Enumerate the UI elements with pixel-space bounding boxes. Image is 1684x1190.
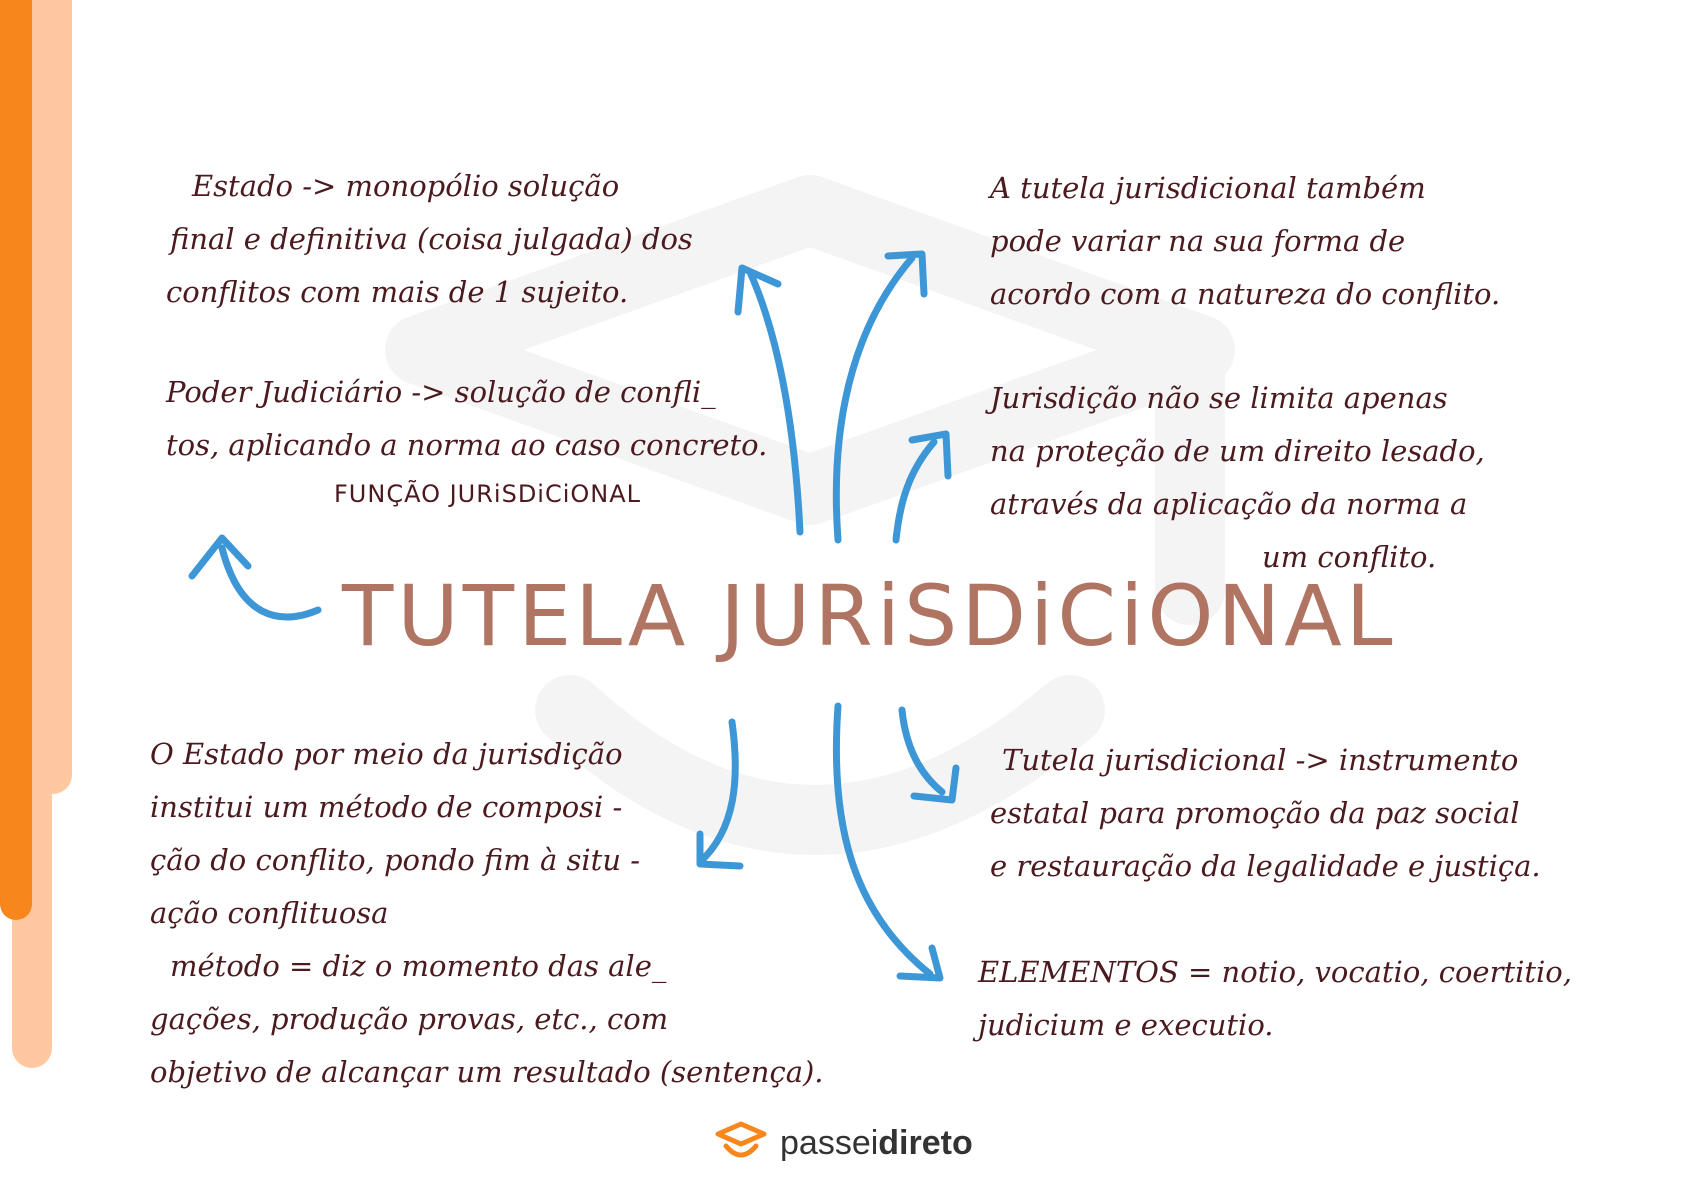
note-bottom-right-1: Tutela jurisdicional -> instrumento esta… (990, 734, 1541, 893)
note-line: final e definitiva (coisa julgada) dos (170, 222, 693, 256)
note-top-left-1: Estado -> monopólio solução final e defi… (166, 160, 693, 319)
arrow-up-left-icon (734, 264, 804, 536)
page-title: TUTELA JURiSDiCiONAL (342, 567, 1397, 665)
note-line: acordo com a natureza do conflito. (990, 277, 1501, 311)
note-top-right-1: A tutela jurisdicional também pode varia… (990, 162, 1500, 321)
brand-name-bold: direto (878, 1123, 973, 1162)
note-line: e restauração da legalidade e justiça. (990, 849, 1541, 883)
note-top-left-2: Poder Judiciário -> solução de confli_ t… (166, 366, 767, 472)
arrow-up-right-icon (832, 250, 928, 544)
note-line: gações, produção provas, etc., com (150, 1002, 669, 1036)
note-line: na proteção de um direito lesado, (990, 434, 1485, 468)
note-line: A tutela jurisdicional também (990, 171, 1426, 205)
arrow-up-short-icon (892, 430, 952, 544)
arrow-left-curve-icon (188, 534, 322, 621)
note-line: um conflito. (1262, 540, 1437, 574)
note-top-right-2: Jurisdição não se limita apenas na prote… (990, 372, 1485, 584)
note-line: Poder Judiciário -> solução de confli_ (166, 375, 716, 409)
note-line: Estado -> monopólio solução (192, 169, 620, 203)
brand-name: passeidireto (780, 1124, 973, 1163)
graduation-cap-icon (715, 1121, 767, 1158)
note-line: Tutela jurisdicional -> instrumento (1002, 743, 1519, 777)
side-stripe-dark (0, 0, 32, 920)
note-line: ELEMENTOS = notio, vocatio, coertitio, (978, 955, 1572, 989)
note-line: conflitos com mais de 1 sujeito. (166, 275, 629, 309)
note-line: tos, aplicando a norma ao caso concreto. (166, 428, 768, 462)
note-line: pode variar na sua forma de (990, 224, 1406, 258)
note-line: institui um método de composi - (150, 790, 623, 824)
note-line: método = diz o momento das ale_ (170, 949, 667, 983)
brand-name-light: passei (780, 1123, 879, 1162)
note-line: ação conflituosa (150, 896, 389, 930)
note-line: ção do conflito, pondo fim à situ - (150, 843, 641, 877)
note-line: Jurisdição não se limita apenas (990, 381, 1448, 415)
watermark-logo-icon (385, 175, 1235, 855)
note-line: objetivo de alcançar um resultado (sente… (150, 1055, 824, 1089)
brand-logo: passeidireto (714, 1120, 973, 1166)
arrow-down-right-icon (898, 706, 960, 804)
arrow-down-left-icon (696, 718, 744, 870)
note-line: através da aplicação da norma a (990, 487, 1468, 521)
note-line: estatal para promoção da paz social (990, 796, 1520, 830)
note-line: O Estado por meio da jurisdição (150, 737, 623, 771)
note-line: judicium e executio. (978, 1008, 1274, 1042)
arrow-down-long-icon (832, 702, 944, 982)
side-stripe-mid (34, 0, 72, 794)
note-bottom-right-2: ELEMENTOS = notio, vocatio, coertitio, j… (978, 946, 1572, 1052)
note-bottom-left: O Estado por meio da jurisdição institui… (150, 728, 824, 1099)
note-caption-function: FUNÇÃO JURiSDiCiONAL (334, 480, 642, 508)
